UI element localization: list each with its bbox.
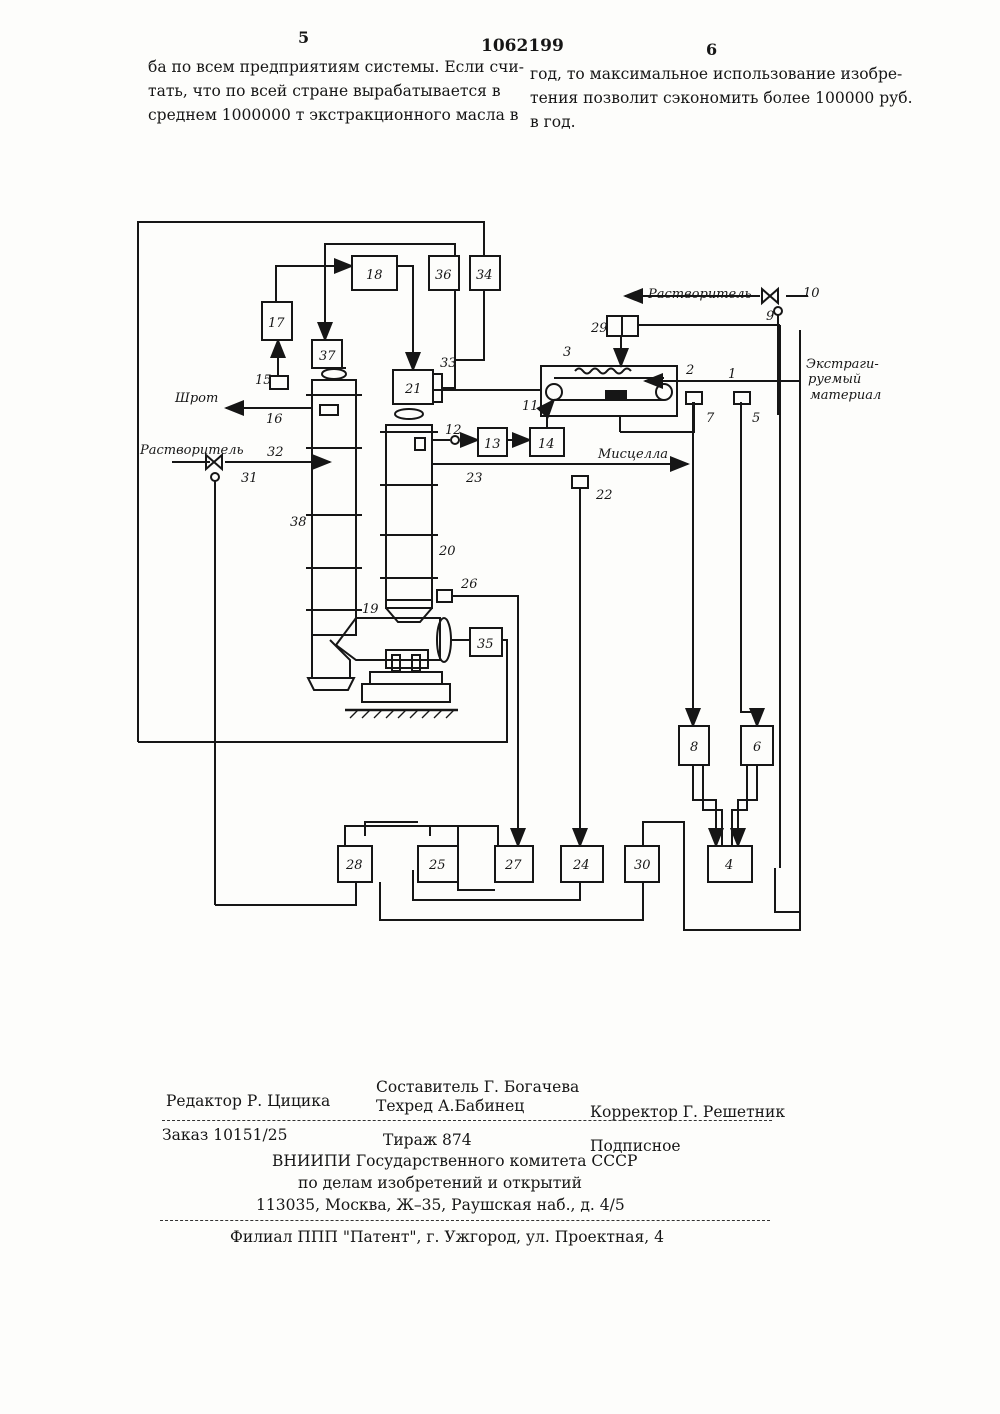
block-37-label: 37: [319, 349, 336, 364]
text-line: год, то максимальное использование изобр…: [530, 62, 913, 86]
text-line: среднем 1000000 т экстракционного масла …: [148, 103, 524, 127]
imprint-address: 113035, Москва, Ж–35, Раушская наб., д. …: [256, 1196, 625, 1214]
label-meal: Шрот: [174, 391, 218, 406]
left-page-number: 5: [298, 28, 309, 47]
ref-7: 7: [706, 411, 715, 426]
patent-number: 1062199: [481, 36, 564, 56]
block-35-label: 35: [477, 637, 494, 652]
line-to-28: [215, 882, 356, 905]
right-page-number: 6: [706, 40, 717, 59]
ref-32: 32: [267, 445, 284, 460]
label-miscella: Мисцелла: [597, 447, 668, 462]
ref-9: 9: [766, 309, 774, 324]
block-28-label: 28: [345, 858, 363, 873]
imprint-org2: по делам изобретений и открытий: [298, 1174, 582, 1192]
line-17-18: [276, 266, 352, 302]
column-38: [312, 380, 356, 635]
imprint-divider-top: [162, 1120, 772, 1121]
ref-5: 5: [752, 411, 760, 426]
block-4-label: 4: [724, 858, 733, 873]
ref-31: 31: [241, 471, 258, 486]
label-extracted-1: Экстраги-: [806, 357, 879, 372]
block-24-label: 24: [572, 858, 590, 873]
label-solvent-left: Растворитель: [139, 443, 244, 458]
ref-10: 10: [803, 286, 820, 301]
ref-38: 38: [290, 515, 307, 530]
ref-22: 22: [595, 488, 613, 503]
ref-11: 11: [522, 399, 539, 414]
valve-9: [762, 289, 778, 303]
block-21-label: 21: [404, 382, 422, 397]
label-extracted-3: материал: [810, 388, 881, 403]
ref-2: 2: [685, 363, 694, 378]
block-6-label: 6: [753, 740, 761, 755]
text-line: ба по всем предприятиям системы. Если сч…: [148, 55, 524, 79]
ref-16: 16: [266, 412, 283, 427]
right-text-column: год, то максимальное использование изобр…: [530, 62, 913, 134]
sensor-15: [270, 376, 288, 389]
block-13-label: 13: [484, 437, 501, 452]
ref-15: 15: [255, 373, 272, 388]
ref-3: 3: [563, 345, 571, 360]
imprint-compiler: Составитель Г. Богачева: [376, 1078, 579, 1096]
imprint-editor: Редактор Р. Цицика: [166, 1092, 330, 1110]
block-25-label: 25: [428, 858, 446, 873]
text-line: тать, что по всей стране вырабатывается …: [148, 79, 524, 103]
imprint-corrector: Корректор Г. Решетник: [590, 1103, 785, 1121]
text-line: тения позволит сэкономить более 100000 р…: [530, 86, 913, 110]
imprint-branch: Филиал ППП "Патент", г. Ужгород, ул. Про…: [230, 1228, 664, 1246]
column-38-bottom: [312, 635, 350, 678]
block-27-label: 27: [504, 858, 522, 873]
block-14-label: 14: [538, 437, 555, 452]
line-18-21: [397, 266, 413, 370]
block-30-label: 30: [634, 858, 651, 873]
ref-26: 26: [460, 577, 478, 592]
line-33-34: [441, 290, 484, 388]
imprint-techred: Техред А.Бабинец: [376, 1097, 524, 1115]
imprint-divider-bottom: [160, 1220, 770, 1221]
column-20: [386, 425, 432, 608]
connector-19: [336, 618, 440, 660]
ref-12: 12: [445, 423, 462, 438]
ref-19: 19: [362, 602, 379, 617]
process-diagram: 17 18 36 34 37 21 13 14 29 35 8 6 28 25 …: [0, 180, 1000, 940]
line-5-6: [741, 402, 757, 726]
block-36-label: 36: [435, 268, 452, 283]
label-solvent-top: Растворитель: [647, 287, 752, 302]
ref-33: 33: [440, 356, 457, 371]
block-8-label: 8: [690, 740, 698, 755]
imprint-circulation: Тираж 874: [383, 1131, 472, 1149]
block-17-label: 17: [268, 316, 285, 331]
block-29-label: 29: [590, 321, 608, 336]
block-34-label: 34: [476, 268, 493, 283]
imprint-org1: ВНИИПИ Государственного комитета СССР: [272, 1152, 637, 1170]
ref-1: 1: [728, 367, 736, 382]
imprint-order: Заказ 10151/25: [162, 1126, 287, 1144]
machine-base: [362, 684, 450, 702]
block-18-label: 18: [366, 268, 383, 283]
label-extracted-2: руемый: [808, 372, 861, 387]
ref-20: 20: [438, 544, 456, 559]
ref-23: 23: [465, 471, 483, 486]
left-text-column: ба по всем предприятиям системы. Если сч…: [148, 55, 524, 127]
text-line: в год.: [530, 110, 913, 134]
